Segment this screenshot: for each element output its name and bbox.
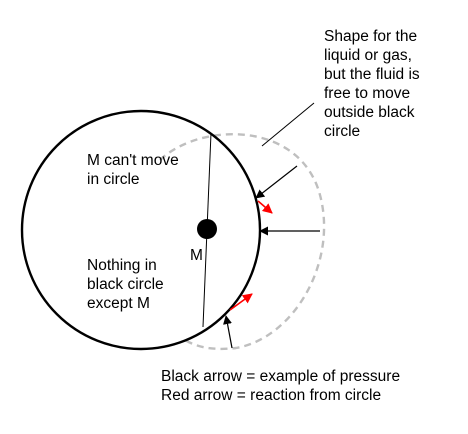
pressure-arrow-upper [255, 165, 298, 199]
legend-label: Black arrow = example of pressure Red ar… [161, 368, 401, 404]
reaction-arrow-lower [229, 293, 253, 311]
black-circle [20, 109, 262, 351]
pressure-arrow-lower [223, 315, 233, 349]
fluid-boundary-dashed [159, 133, 326, 351]
vertical-chord [202, 132, 212, 328]
reaction-arrow-upper [257, 200, 273, 214]
nothing-in-circle-label: Nothing in black circle except M [87, 257, 164, 312]
shape-note-label: Shape for the liquid or gas, but the flu… [324, 28, 420, 140]
cant-move-label: M can't move in circle [87, 152, 179, 188]
mass-label: M [190, 247, 203, 264]
note-leader-line [261, 102, 315, 147]
